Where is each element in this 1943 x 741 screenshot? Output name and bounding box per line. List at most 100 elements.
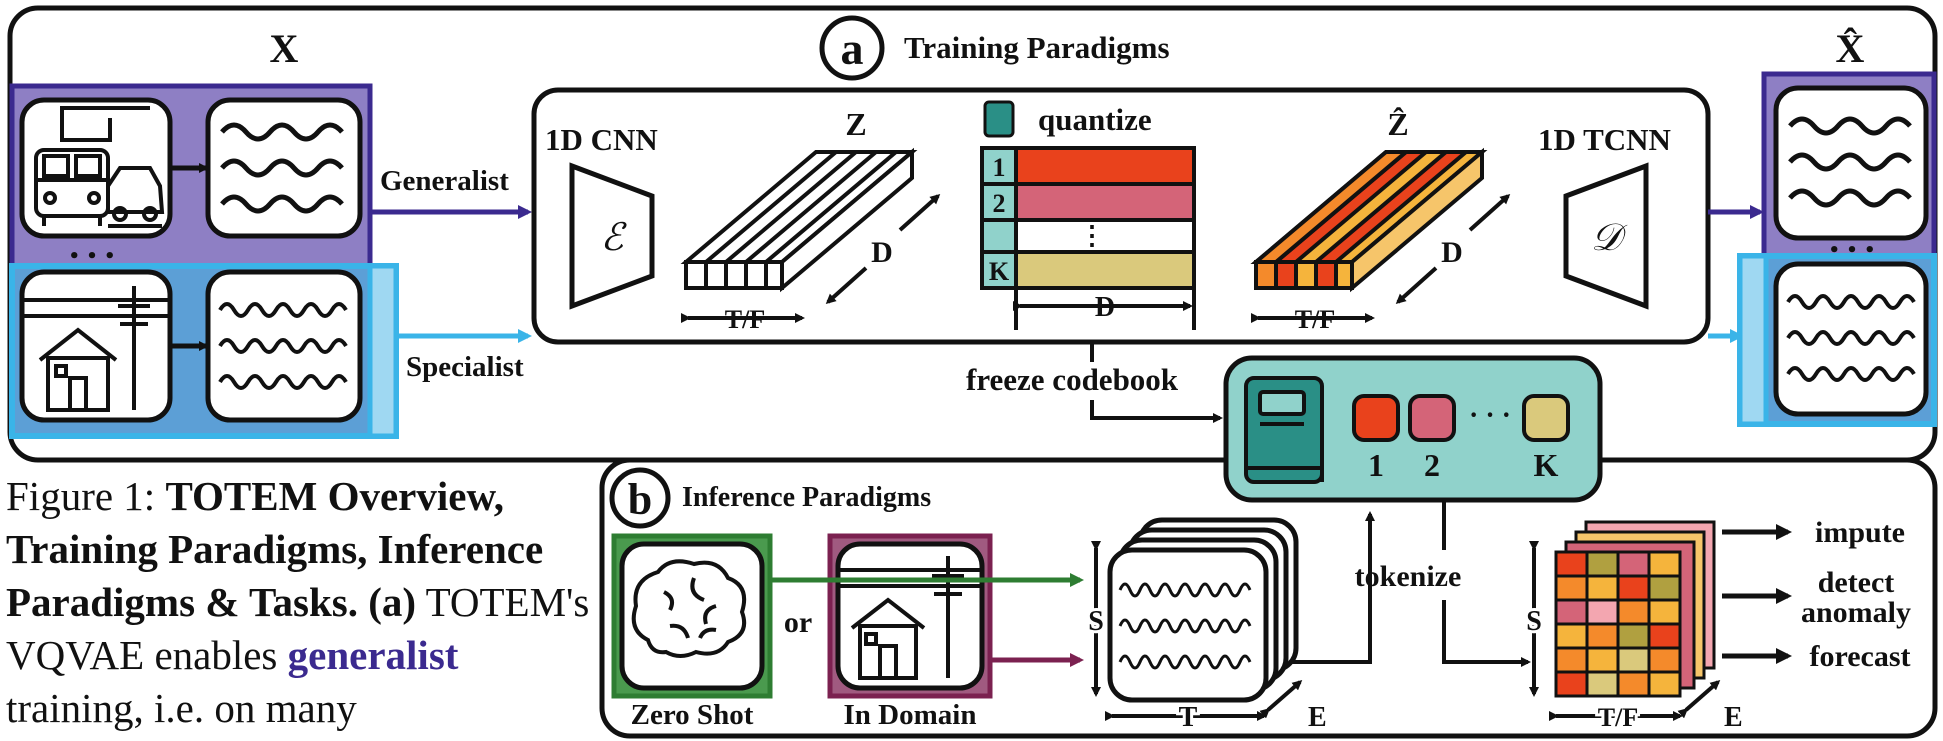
latent-d-label: D xyxy=(871,236,893,269)
caption-generalist: generalist xyxy=(287,632,459,678)
token-cell xyxy=(1585,550,1620,578)
panel-b-badge xyxy=(609,467,671,529)
token-cell xyxy=(1647,646,1682,674)
output-label: X̂ xyxy=(1836,26,1865,71)
generalist-label: Generalist xyxy=(380,165,509,197)
freeze-arrow xyxy=(1090,342,1220,418)
output-wave-tile-generalist xyxy=(1773,85,1929,241)
latent-hat-d-axis-upper xyxy=(1468,193,1511,232)
specialist-bracket xyxy=(367,263,399,439)
codebook-row-k: K xyxy=(989,257,1010,286)
wave-tile-generalist xyxy=(205,97,363,239)
token-1-label: 1 xyxy=(1368,447,1384,483)
token-cell xyxy=(1585,598,1620,626)
caption-bold: TOTEM Overview, Training Paradigms, Infe… xyxy=(6,473,544,625)
series-s-label: S xyxy=(1088,606,1104,637)
token-2 xyxy=(1408,394,1456,442)
caption-prefix: Figure 1: xyxy=(6,473,166,519)
house-icon xyxy=(22,286,170,412)
tokenize-up-arrow xyxy=(1290,511,1375,664)
encoder-label: 1D CNN xyxy=(545,122,658,157)
in-domain-label: In Domain xyxy=(844,699,977,731)
codebook-icon-small xyxy=(983,100,1015,138)
output-wave-tile-specialist xyxy=(1773,261,1929,417)
caption-text-1: TOTEM's VQVAE enables xyxy=(6,579,590,678)
frozen-codebook: 1 2 · · · K xyxy=(1223,355,1603,503)
codebook-table xyxy=(980,146,1196,330)
in-domain-tile xyxy=(827,533,993,699)
tokenize-label: tokenize xyxy=(1355,560,1462,593)
specialist-label: Specialist xyxy=(406,351,524,383)
input-label: X xyxy=(270,26,299,71)
decoder-label: 1D TCNN xyxy=(1538,122,1671,157)
token-tf-label: T/F xyxy=(1598,703,1638,732)
token-cell xyxy=(1554,622,1589,650)
token-dots: · · · xyxy=(1469,400,1511,431)
token-k-label: K xyxy=(1534,447,1559,483)
latent-hat-tf-label: T/F xyxy=(1295,305,1335,334)
latent-d-axis-lower xyxy=(825,266,868,305)
or-label: or xyxy=(784,606,812,639)
latent-hat-label: Ẑ xyxy=(1387,106,1408,142)
quantize-label: quantize xyxy=(1038,102,1152,137)
token-cell xyxy=(1554,670,1589,698)
panel-a-letter: a xyxy=(841,23,864,74)
latent-label: Z xyxy=(845,106,866,142)
task-impute: impute xyxy=(1815,516,1905,549)
zero-shot-tile xyxy=(611,533,773,699)
token-cell xyxy=(1616,550,1651,578)
latent-d-axis-upper xyxy=(898,193,941,232)
stacked-series xyxy=(1107,517,1299,703)
series-e-axis xyxy=(1259,680,1303,719)
latent-hat-slab xyxy=(1250,147,1488,293)
token-cell xyxy=(1616,574,1651,602)
wave-tile-specialist xyxy=(205,269,363,423)
token-e-label: E xyxy=(1724,702,1743,733)
token-cell xyxy=(1616,598,1651,626)
zero-shot-label: Zero Shot xyxy=(631,699,754,731)
series-e-label: E xyxy=(1308,702,1327,733)
specialist-output-bracket xyxy=(1737,253,1769,427)
freeze-label: freeze codebook xyxy=(966,362,1179,397)
token-1 xyxy=(1352,394,1400,442)
latent-hat-d-label: D xyxy=(1441,236,1463,269)
panel-b-letter: b xyxy=(628,475,652,524)
token-cell xyxy=(1647,622,1682,650)
token-cell xyxy=(1554,646,1589,674)
token-cell xyxy=(1616,646,1651,674)
token-2-label: 2 xyxy=(1424,447,1440,483)
token-cell xyxy=(1554,574,1589,602)
token-s-label: S xyxy=(1526,606,1542,637)
token-cell xyxy=(1585,622,1620,650)
panel-a-title: Training Paradigms xyxy=(904,30,1170,65)
token-cell xyxy=(1585,670,1620,698)
codebook-row-1: 1 xyxy=(993,153,1006,182)
series-t-label: T xyxy=(1179,702,1198,733)
caption-text-2: training, i.e. on many xyxy=(6,685,357,731)
codebook-row-2: 2 xyxy=(993,189,1006,218)
token-cell xyxy=(1616,622,1651,650)
token-cell xyxy=(1647,670,1682,698)
token-cell xyxy=(1554,550,1589,578)
latent-slab xyxy=(680,147,918,293)
token-e-axis xyxy=(1677,680,1721,719)
encoder-trapezoid xyxy=(569,162,655,310)
panel-a-badge xyxy=(819,15,885,81)
token-cell xyxy=(1585,574,1620,602)
house-tile xyxy=(19,269,173,423)
transport-tile xyxy=(19,97,173,239)
book-icon xyxy=(1244,376,1324,484)
car-icon xyxy=(106,166,165,228)
panel-b-title: Inference Paradigms xyxy=(682,482,931,513)
token-cell xyxy=(1647,550,1682,578)
task-anomaly: anomaly xyxy=(1801,596,1911,629)
codebook-dots: ⋮ xyxy=(1079,221,1105,250)
encoder-symbol: ℰ xyxy=(600,215,627,259)
codebook-d-label: D xyxy=(1095,292,1115,323)
token-cell xyxy=(1554,598,1589,626)
figure-caption: Figure 1: TOTEM Overview, Training Parad… xyxy=(6,470,596,735)
brain-icon xyxy=(631,559,747,658)
latent-tf-label: T/F xyxy=(725,305,765,334)
